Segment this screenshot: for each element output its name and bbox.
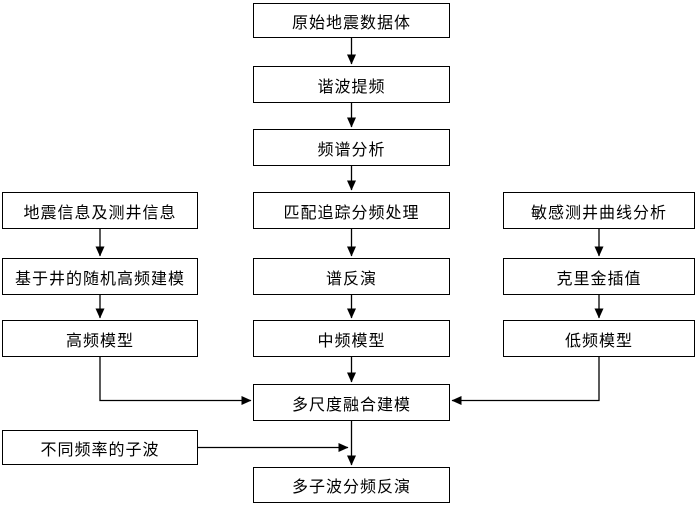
node-multiwavelet-freq-division-inversion: 多子波分频反演 xyxy=(253,467,450,503)
node-low-frequency-model: 低频模型 xyxy=(503,320,695,357)
node-seismic-and-well-log-info: 地震信息及测井信息 xyxy=(2,192,198,229)
node-sensitive-log-curve-analysis: 敏感测井曲线分析 xyxy=(503,192,695,229)
edge-lfmodel-to-multiscale xyxy=(451,357,600,405)
node-high-frequency-model: 高频模型 xyxy=(2,320,198,357)
node-mid-frequency-model: 中频模型 xyxy=(253,320,450,357)
node-wavelets-of-different-frequencies: 不同频率的子波 xyxy=(2,430,198,465)
node-spectral-inversion: 谱反演 xyxy=(253,258,450,295)
node-matching-pursuit-freq-division: 匹配追踪分频处理 xyxy=(253,192,450,229)
node-multiscale-fusion-modeling: 多尺度融合建模 xyxy=(253,384,450,421)
node-harmonic-frequency-boost: 谐波提频 xyxy=(253,66,450,103)
node-kriging-interpolation: 克里金插值 xyxy=(503,258,695,295)
node-spectrum-analysis: 频谱分析 xyxy=(253,129,450,166)
edge-hfmodel-to-multiscale xyxy=(99,357,252,405)
node-raw-seismic-data: 原始地震数据体 xyxy=(253,3,450,38)
node-well-based-stochastic-hf-modeling: 基于井的随机高频建模 xyxy=(2,258,198,295)
